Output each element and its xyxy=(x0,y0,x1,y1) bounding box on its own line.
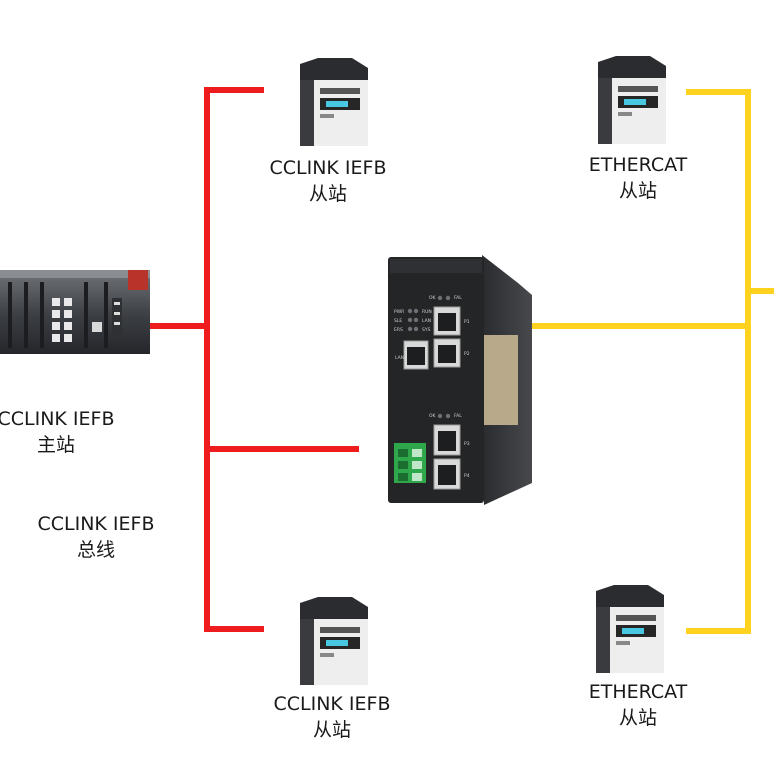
slave-label-cclink-top: CCLINK IEFB 从站 xyxy=(258,155,398,207)
gw-led-label-run: RUN xyxy=(422,309,432,315)
cclink-bus-gateway-link xyxy=(204,446,359,452)
gw-led-label-lan: LAN xyxy=(422,318,431,324)
gw-port-label-lan: LAN xyxy=(395,355,404,361)
servo-drive-icon xyxy=(300,58,368,146)
gw-bottom-fal-label: FAL xyxy=(454,413,462,419)
slave-label-line1: CCLINK IEFB xyxy=(269,157,387,179)
servo-drive-icon xyxy=(598,56,666,144)
slave-label-line2: 从站 xyxy=(312,719,351,741)
gw-port-label-p2: P2 xyxy=(464,351,470,357)
cclink-bus-plc-link xyxy=(145,323,210,329)
plc-master-icon xyxy=(0,270,150,354)
gw-bottom-ok-label: OK xyxy=(429,413,437,419)
servo-drive-icon xyxy=(596,585,664,673)
ethercat-bus-vertical xyxy=(745,89,751,634)
gw-led-label-sle: SLE xyxy=(394,318,402,324)
cclink-bus-bottom-branch xyxy=(204,626,264,632)
bus-label-line1: CCLINK IEFB xyxy=(37,513,155,535)
master-label-line2: 主站 xyxy=(36,434,75,456)
gw-port-label-p3: P3 xyxy=(464,441,470,447)
master-label-line1: CCLINK IEFB xyxy=(0,408,115,430)
gateway-device-icon: OK FAL PWR RUN SLE LAN ERS SYS P1 P2 LAN… xyxy=(388,255,532,505)
slave-label-ethercat-top: ETHERCAT 从站 xyxy=(570,152,706,204)
master-label: CCLINK IEFB 主站 xyxy=(0,406,120,458)
bus-label-line2: 总线 xyxy=(76,539,115,561)
ethercat-bus-bottom-branch xyxy=(686,628,751,634)
slave-label-ethercat-bottom: ETHERCAT 从站 xyxy=(570,679,706,731)
gw-led-label-pwr: PWR xyxy=(394,309,404,315)
ethercat-bus-right-exit xyxy=(745,288,774,294)
slave-label-line2: 从站 xyxy=(618,180,657,202)
bus-label: CCLINK IEFB 总线 xyxy=(28,511,164,563)
cclink-bus-vertical xyxy=(204,87,210,632)
gw-led-label-ers: ERS xyxy=(394,327,403,333)
slave-label-line1: CCLINK IEFB xyxy=(273,693,391,715)
gw-port-label-p1: P1 xyxy=(464,319,470,325)
gw-top-fal-label: FAL xyxy=(454,295,462,301)
servo-drive-icon xyxy=(300,597,368,685)
cclink-bus-top-branch xyxy=(204,87,264,93)
slave-label-cclink-bottom: CCLINK IEFB 从站 xyxy=(262,691,402,743)
ethercat-bus-top-branch xyxy=(686,89,751,95)
gw-port-label-p4: P4 xyxy=(464,473,470,479)
slave-label-line1: ETHERCAT xyxy=(588,154,688,176)
gw-top-ok-label: OK xyxy=(429,295,437,301)
slave-label-line2: 从站 xyxy=(618,707,657,729)
slave-label-line1: ETHERCAT xyxy=(588,681,688,703)
slave-label-line2: 从站 xyxy=(308,183,347,205)
gw-led-label-sys: SYS xyxy=(422,327,431,333)
ethercat-bus-gateway-link xyxy=(528,323,751,329)
